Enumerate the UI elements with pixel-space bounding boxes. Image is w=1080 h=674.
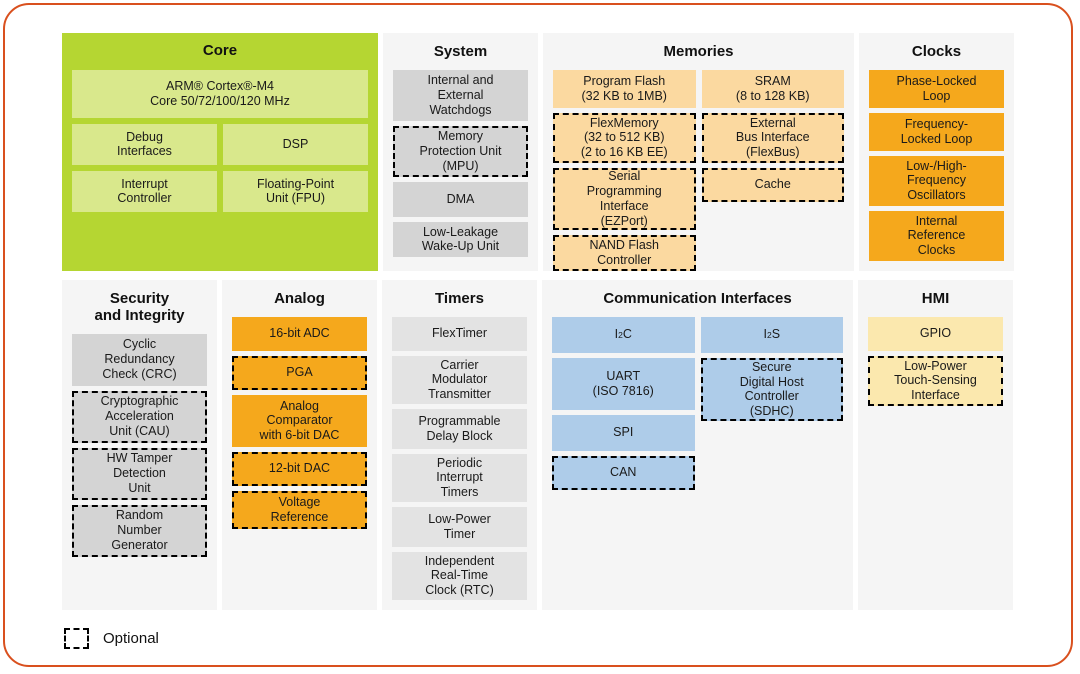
block-diagram: Core ARM® Cortex®-M4 Core 50/72/100/120 … bbox=[62, 33, 1017, 611]
panel-title-hmi: HMI bbox=[921, 290, 950, 307]
block-low-power-touch-sensing-interface[interactable]: Low-Power Touch-Sensing Interface bbox=[868, 355, 1003, 406]
diagram-row-top: Core ARM® Cortex®-M4 Core 50/72/100/120 … bbox=[62, 33, 1017, 271]
block-internal-reference-clocks[interactable]: Internal Reference Clocks bbox=[869, 210, 1004, 261]
core-row-2: Interrupt Controller Floating-Point Unit… bbox=[72, 170, 368, 212]
block-uart[interactable]: UART (ISO 7816) bbox=[552, 357, 695, 410]
panel-memories: Memories Program Flash (32 KB to 1MB) Fl… bbox=[543, 33, 854, 271]
block-oscillators[interactable]: Low-/High- Frequency Oscillators bbox=[869, 155, 1004, 206]
block-low-power-timer[interactable]: Low-Power Timer bbox=[392, 506, 527, 547]
block-dma[interactable]: DMA bbox=[393, 181, 528, 217]
panel-core: Core ARM® Cortex®-M4 Core 50/72/100/120 … bbox=[62, 33, 378, 271]
block-can[interactable]: CAN bbox=[552, 455, 695, 490]
memories-blocks: Program Flash (32 KB to 1MB) FlexMemory … bbox=[553, 69, 844, 271]
legend: Optional bbox=[64, 628, 159, 649]
panel-title-security: Security and Integrity bbox=[94, 290, 185, 324]
block-dsp[interactable]: DSP bbox=[223, 123, 368, 165]
block-12-bit-dac[interactable]: 12-bit DAC bbox=[232, 451, 367, 486]
block-spi[interactable]: SPI bbox=[552, 414, 695, 451]
block-phase-locked-loop[interactable]: Phase-Locked Loop bbox=[869, 69, 1004, 108]
diagram-row-bottom: Security and Integrity Cyclic Redundancy… bbox=[62, 280, 1017, 610]
core-blocks: ARM® Cortex®-M4 Core 50/72/100/120 MHz D… bbox=[72, 69, 368, 212]
panel-title-communication: Communication Interfaces bbox=[603, 290, 792, 307]
analog-blocks: 16-bit ADC PGA Analog Comparator with 6-… bbox=[232, 316, 367, 529]
block-cache[interactable]: Cache bbox=[701, 167, 844, 202]
block-random-number-generator[interactable]: Random Number Generator bbox=[72, 504, 207, 557]
block-16-bit-adc[interactable]: 16-bit ADC bbox=[232, 316, 367, 351]
block-floating-point-unit[interactable]: Floating-Point Unit (FPU) bbox=[223, 170, 368, 212]
block-debug-interfaces[interactable]: Debug Interfaces bbox=[72, 123, 217, 165]
panel-title-memories: Memories bbox=[663, 43, 734, 60]
block-low-leakage-wakeup-unit[interactable]: Low-Leakage Wake-Up Unit bbox=[393, 221, 528, 257]
block-program-flash[interactable]: Program Flash (32 KB to 1MB) bbox=[553, 69, 696, 108]
hmi-blocks: GPIO Low-Power Touch-Sensing Interface bbox=[868, 316, 1003, 406]
security-blocks: Cyclic Redundancy Check (CRC) Cryptograp… bbox=[72, 333, 207, 557]
block-independent-rtc[interactable]: Independent Real-Time Clock (RTC) bbox=[392, 551, 527, 600]
block-sram[interactable]: SRAM (8 to 128 KB) bbox=[701, 69, 844, 108]
block-pga[interactable]: PGA bbox=[232, 355, 367, 390]
panel-hmi: HMI GPIO Low-Power Touch-Sensing Interfa… bbox=[858, 280, 1013, 610]
system-blocks: Internal and External Watchdogs Memory P… bbox=[393, 69, 528, 257]
clocks-blocks: Phase-Locked Loop Frequency- Locked Loop… bbox=[869, 69, 1004, 261]
block-arm-cortex-m4[interactable]: ARM® Cortex®-M4 Core 50/72/100/120 MHz bbox=[72, 69, 368, 118]
panel-timers: Timers FlexTimer Carrier Modulator Trans… bbox=[382, 280, 537, 610]
block-carrier-modulator-transmitter[interactable]: Carrier Modulator Transmitter bbox=[392, 355, 527, 404]
panel-analog: Analog 16-bit ADC PGA Analog Comparator … bbox=[222, 280, 377, 610]
block-flextimer[interactable]: FlexTimer bbox=[392, 316, 527, 351]
legend-optional-swatch-icon bbox=[64, 628, 89, 649]
panel-title-core: Core bbox=[202, 42, 238, 59]
block-hw-tamper-detection-unit[interactable]: HW Tamper Detection Unit bbox=[72, 447, 207, 500]
panel-title-analog: Analog bbox=[274, 290, 325, 307]
block-analog-comparator[interactable]: Analog Comparator with 6-bit DAC bbox=[232, 394, 367, 447]
block-cryptographic-acceleration-unit[interactable]: Cryptographic Acceleration Unit (CAU) bbox=[72, 390, 207, 443]
block-flexmemory[interactable]: FlexMemory (32 to 512 KB) (2 to 16 KB EE… bbox=[553, 112, 696, 163]
block-gpio[interactable]: GPIO bbox=[868, 316, 1003, 351]
panel-system: System Internal and External Watchdogs M… bbox=[383, 33, 538, 271]
core-row-1: Debug Interfaces DSP bbox=[72, 123, 368, 165]
memories-right-column: SRAM (8 to 128 KB) External Bus Interfac… bbox=[701, 69, 844, 202]
block-cyclic-redundancy-check[interactable]: Cyclic Redundancy Check (CRC) bbox=[72, 333, 207, 386]
block-serial-programming-interface[interactable]: Serial Programming Interface (EZPort) bbox=[553, 167, 696, 230]
panel-title-system: System bbox=[433, 43, 488, 60]
timers-blocks: FlexTimer Carrier Modulator Transmitter … bbox=[392, 316, 527, 600]
block-nand-flash-controller[interactable]: NAND Flash Controller bbox=[553, 234, 696, 271]
block-frequency-locked-loop[interactable]: Frequency- Locked Loop bbox=[869, 112, 1004, 151]
block-watchdogs[interactable]: Internal and External Watchdogs bbox=[393, 69, 528, 121]
block-sdhc[interactable]: Secure Digital Host Controller (SDHC) bbox=[700, 357, 843, 421]
panel-title-timers: Timers bbox=[435, 290, 484, 307]
block-interrupt-controller[interactable]: Interrupt Controller bbox=[72, 170, 217, 212]
block-external-bus-interface[interactable]: External Bus Interface (FlexBus) bbox=[701, 112, 844, 163]
panel-security: Security and Integrity Cyclic Redundancy… bbox=[62, 280, 217, 610]
panel-clocks: Clocks Phase-Locked Loop Frequency- Lock… bbox=[859, 33, 1014, 271]
block-memory-protection-unit[interactable]: Memory Protection Unit (MPU) bbox=[393, 125, 528, 177]
memories-left-column: Program Flash (32 KB to 1MB) FlexMemory … bbox=[553, 69, 696, 271]
block-voltage-reference[interactable]: Voltage Reference bbox=[232, 490, 367, 529]
panel-title-clocks: Clocks bbox=[911, 43, 962, 60]
block-programmable-delay-block[interactable]: Programmable Delay Block bbox=[392, 408, 527, 449]
legend-optional-label: Optional bbox=[103, 630, 159, 647]
block-periodic-interrupt-timers[interactable]: Periodic Interrupt Timers bbox=[392, 453, 527, 502]
